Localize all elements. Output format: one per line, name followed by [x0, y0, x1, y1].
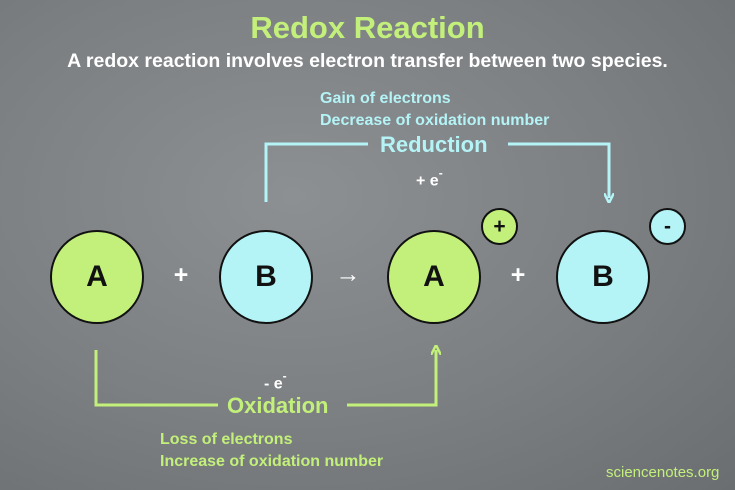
- oxidation-path-right: [347, 350, 436, 407]
- plus-operator-1: +: [173, 261, 189, 289]
- oxidation-label: Oxidation: [227, 393, 329, 418]
- reduction-path-left: [264, 142, 368, 202]
- positive-charge-badge: +: [481, 208, 518, 245]
- source-credit: sciencenotes.org: [606, 464, 720, 481]
- oxidation-electron-sup: -: [282, 369, 287, 383]
- oxidation-electron: - e-: [264, 369, 287, 393]
- reduction-electron: + e-: [416, 166, 443, 190]
- reduction-path-right: [508, 142, 609, 198]
- negative-charge-badge: -: [649, 208, 686, 245]
- species-a-product: A: [387, 230, 481, 324]
- plus-operator-2: +: [510, 261, 526, 289]
- reduction-note-gain: Gain of electrons: [320, 90, 451, 107]
- reduction-notes: Gain of electrons Decrease of oxidation …: [320, 88, 549, 132]
- reduction-note-decrease: Decrease of oxidation number: [320, 112, 550, 129]
- oxidation-electron-base: - e: [264, 375, 283, 393]
- oxidation-notes: Loss of electrons Increase of oxidation …: [160, 429, 383, 473]
- page-title: Redox Reaction: [250, 10, 485, 45]
- reduction-label: Reduction: [380, 132, 488, 157]
- species-b-product: B: [556, 230, 650, 324]
- reduction-electron-sup: -: [438, 166, 443, 180]
- reduction-electron-base: + e: [416, 172, 439, 190]
- oxidation-note-increase: Increase of oxidation number: [160, 453, 384, 470]
- oxidation-path-left: [94, 350, 218, 407]
- reaction-arrow: →: [335, 260, 361, 288]
- species-b-reactant: B: [219, 230, 313, 324]
- page-subtitle: A redox reaction involves electron trans…: [67, 50, 668, 72]
- species-a-reactant: A: [50, 230, 144, 324]
- oxidation-note-loss: Loss of electrons: [160, 431, 293, 448]
